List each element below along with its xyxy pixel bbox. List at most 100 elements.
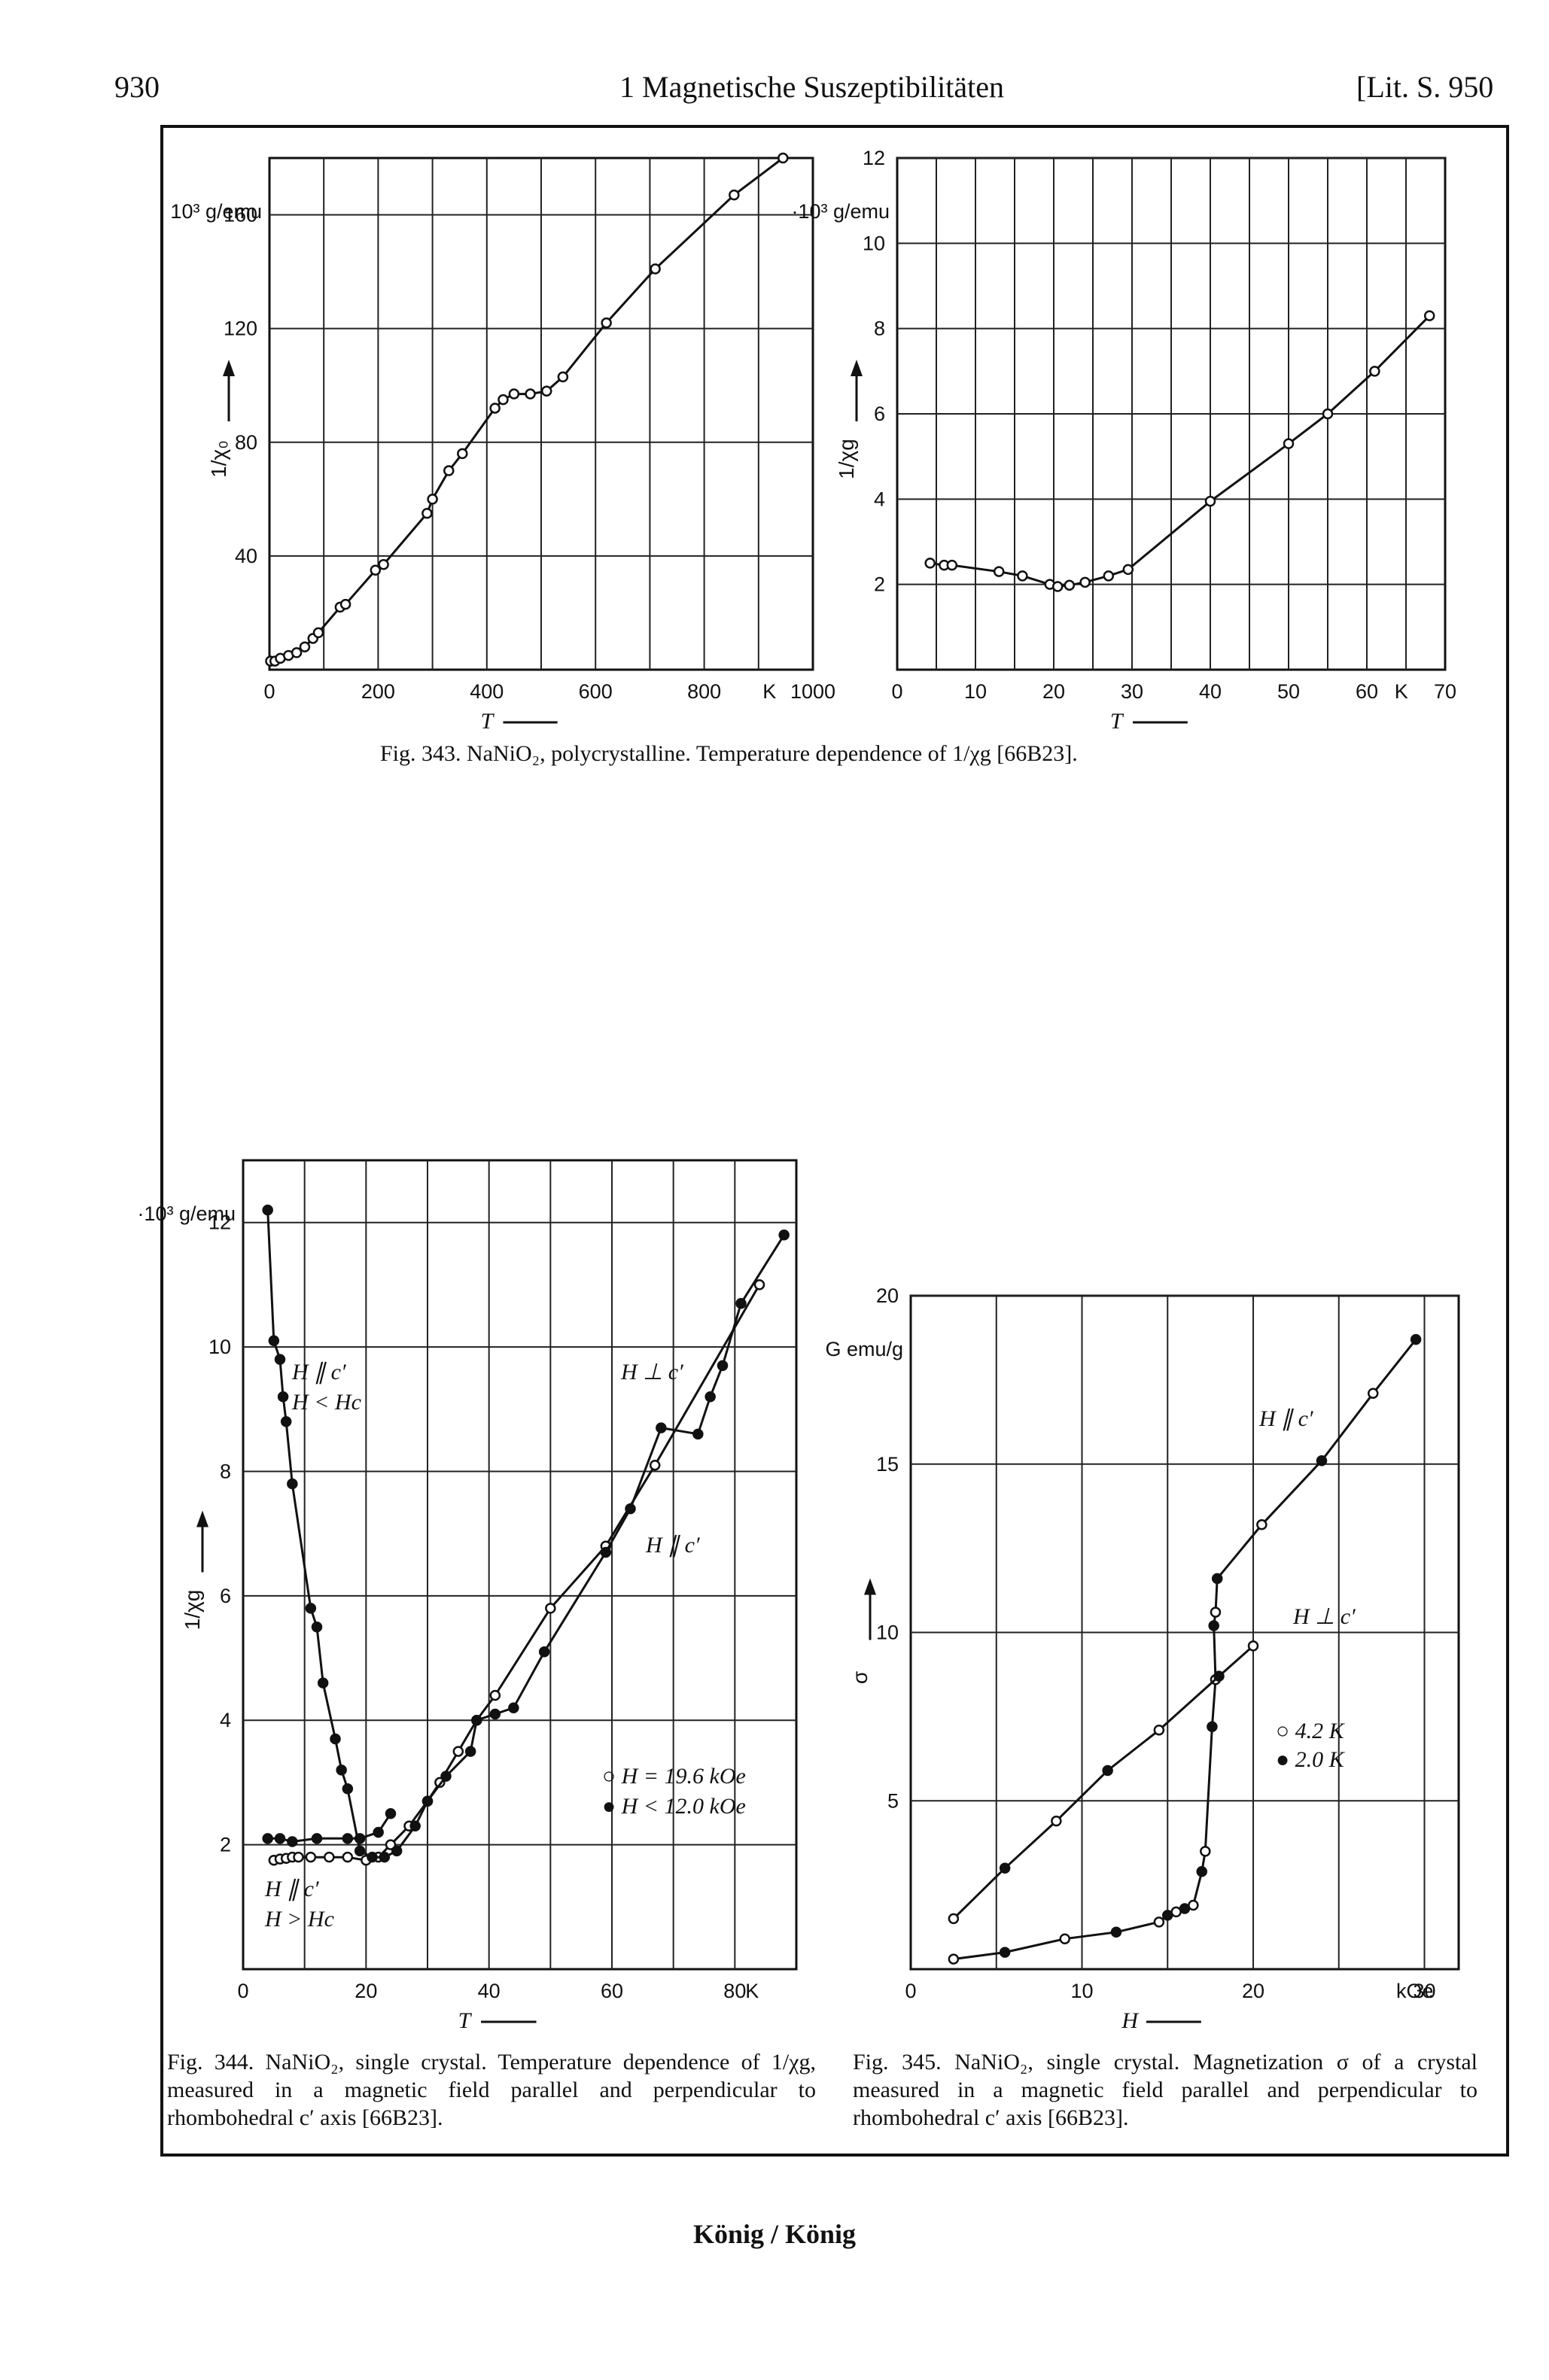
x-tick-label: 0	[905, 1980, 916, 2002]
data-point	[498, 394, 509, 406]
data-point	[600, 1546, 612, 1558]
data-point	[457, 448, 468, 460]
data-point	[427, 494, 438, 505]
y-tick-label: 2	[220, 1834, 231, 1856]
data-point	[508, 388, 520, 400]
data-point	[1208, 1620, 1219, 1631]
y-axis-label: 1/χg	[181, 1590, 204, 1631]
data-point	[287, 1836, 298, 1847]
y-tick-label: 160	[224, 204, 257, 226]
data-point	[753, 1279, 765, 1290]
data-point	[379, 1851, 391, 1863]
legend-item-4k: ○ 4.2 K	[1276, 1719, 1346, 1743]
data-point	[1213, 1670, 1225, 1682]
data-point	[342, 1783, 354, 1795]
page-number: 930	[114, 70, 160, 104]
data-point	[268, 1335, 280, 1347]
data-point	[330, 1733, 341, 1745]
data-point	[1200, 1846, 1211, 1857]
data-point	[370, 564, 382, 576]
data-point	[443, 465, 455, 476]
x-axis-label: T	[458, 2008, 473, 2033]
data-point	[1064, 579, 1076, 591]
y-unit-label: ·10³ g/emu	[791, 200, 890, 223]
data-point	[317, 1677, 329, 1688]
y-axis-arrowhead	[196, 1510, 208, 1527]
annotation-h-gt-hc: H > Hc	[264, 1907, 334, 1932]
x-tick-label: 800	[687, 680, 721, 703]
data-point	[342, 1833, 354, 1844]
data-point	[778, 152, 789, 164]
data-point	[274, 1833, 286, 1844]
legend-item-solid: ● H < 12.0 kOe	[602, 1794, 746, 1819]
x-unit-label: K	[1395, 680, 1408, 703]
data-point	[1207, 1721, 1218, 1733]
data-point	[508, 1702, 519, 1713]
data-point	[299, 641, 311, 653]
data-point	[540, 385, 552, 397]
data-point	[1423, 310, 1435, 321]
data-point	[471, 1714, 482, 1726]
y-tick-label: 4	[874, 488, 885, 510]
data-point	[291, 647, 303, 658]
series-line	[953, 1339, 1417, 1961]
data-point	[1368, 1388, 1379, 1400]
data-point	[324, 1851, 335, 1863]
data-point	[1410, 1333, 1422, 1345]
data-point	[1188, 1899, 1199, 1911]
data-point	[1079, 576, 1091, 588]
y-tick-label: 5	[887, 1789, 899, 1812]
y-axis-arrowhead	[223, 360, 235, 376]
y-tick-label: 4	[220, 1709, 231, 1731]
y-unit-label: ·10³ g/emu	[137, 1202, 236, 1225]
y-tick-label: 2	[874, 573, 885, 596]
data-point	[1051, 581, 1064, 592]
x-tick-label: 600	[579, 680, 613, 703]
data-point	[339, 598, 351, 610]
data-point	[1102, 1764, 1113, 1777]
data-point	[1110, 1926, 1122, 1938]
y-tick-label: 15	[876, 1453, 899, 1476]
x-tick-label: 10	[1070, 1980, 1093, 2002]
data-point	[311, 1833, 323, 1844]
x-tick-label: 20	[355, 1980, 377, 2002]
caption-fig345: Fig. 345. NaNiO₂, single crystal. Magnet…	[853, 2050, 1477, 2130]
x-axis-label: T	[480, 709, 495, 734]
annotation-h-par-c-2: H ∥ c′	[645, 1533, 700, 1558]
figure-frame	[160, 125, 1509, 2157]
data-point	[625, 1503, 636, 1515]
data-point	[489, 1708, 501, 1720]
data-point	[650, 263, 661, 275]
y-tick-label: 20	[876, 1284, 899, 1307]
data-point	[1210, 1606, 1222, 1618]
data-point	[378, 558, 389, 570]
data-point	[601, 317, 612, 329]
footer-authors: König / König	[692, 2219, 857, 2249]
data-point	[1122, 564, 1134, 576]
x-tick-label: 20	[1042, 680, 1065, 703]
data-point	[287, 1478, 298, 1490]
y-tick-label: 8	[220, 1460, 231, 1482]
y-axis-arrowhead	[851, 360, 863, 376]
x-tick-label: 30	[1121, 680, 1143, 703]
data-point	[545, 1603, 556, 1614]
data-point	[1059, 1933, 1070, 1944]
data-point	[421, 507, 433, 519]
data-point	[311, 1621, 323, 1633]
data-point	[305, 1603, 317, 1614]
x-tick-label: 30	[1413, 1980, 1435, 2002]
caption-fig343: Fig. 343. NaNiO₂, polycrystalline. Tempe…	[380, 741, 1078, 766]
series-line	[930, 315, 1431, 588]
x-tick-label: 0	[891, 680, 902, 703]
data-point	[735, 1297, 747, 1309]
data-point	[1153, 1916, 1165, 1928]
data-point	[373, 1826, 384, 1838]
y-tick-label: 8	[874, 318, 885, 340]
data-point	[409, 1820, 421, 1832]
y-tick-label: 10	[208, 1336, 231, 1358]
data-point	[1204, 495, 1216, 507]
